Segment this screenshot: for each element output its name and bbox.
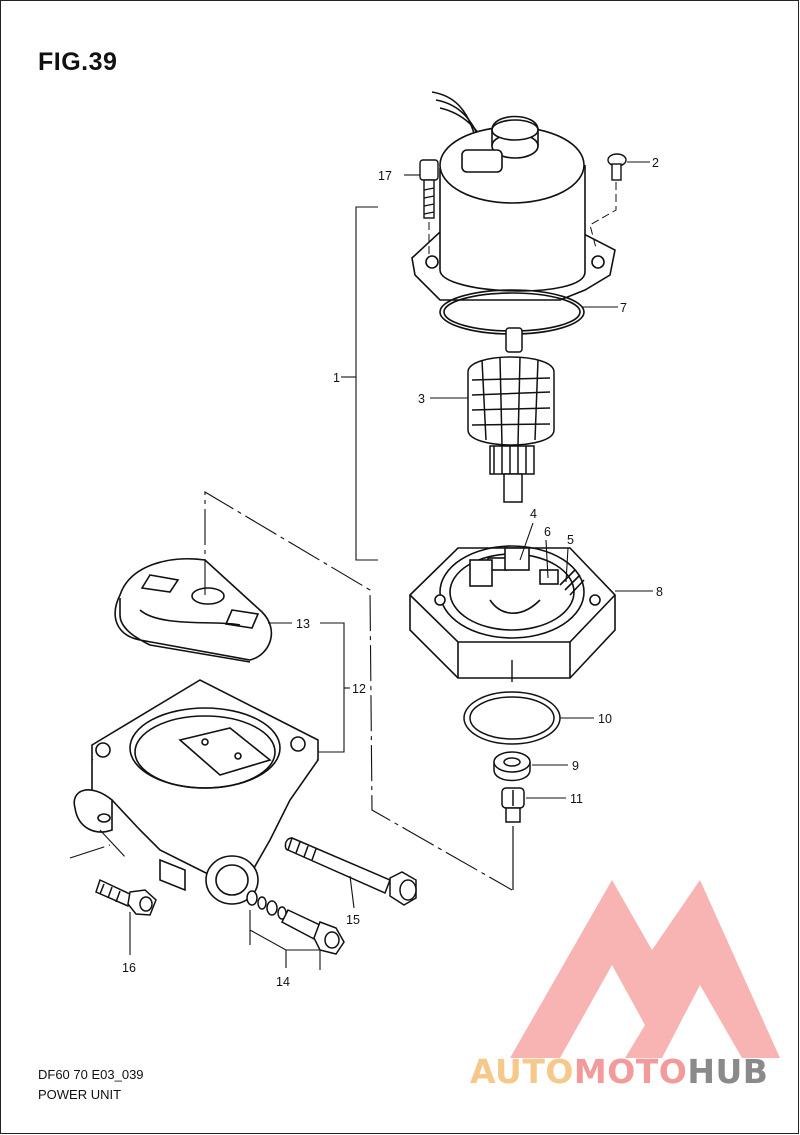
callout-11: 11 <box>570 792 583 806</box>
callout-10: 10 <box>598 712 612 726</box>
gasket-13 <box>114 557 273 663</box>
callout-17: 17 <box>378 169 392 183</box>
brand-middle: MOTO <box>573 1052 688 1091</box>
coupling-11 <box>501 787 525 823</box>
callout-7: 7 <box>620 301 627 315</box>
callout-13: 13 <box>296 617 310 631</box>
callout-2: 2 <box>652 156 659 170</box>
callout-9: 9 <box>572 759 579 773</box>
pump-body-12 <box>73 679 319 905</box>
callout-labels: 1 2 3 4 5 6 7 8 9 10 11 12 13 14 15 16 1… <box>122 156 663 989</box>
motor-housing <box>411 91 616 335</box>
callout-5: 5 <box>567 533 574 547</box>
callout-12: 12 <box>352 682 366 696</box>
callout-8: 8 <box>656 585 663 599</box>
bolt-17 <box>419 159 439 219</box>
bolt-15 <box>284 836 417 906</box>
brush-holder-8 <box>409 545 616 679</box>
callout-16: 16 <box>122 961 136 975</box>
callout-6: 6 <box>544 525 551 539</box>
o-ring-10 <box>463 691 561 745</box>
callout-1: 1 <box>333 371 340 385</box>
brand-suffix: HUB <box>687 1052 769 1091</box>
figure-title: FIG.39 <box>38 48 118 76</box>
callout-3: 3 <box>418 392 425 406</box>
leader-lines <box>129 161 653 970</box>
valve-assy-14 <box>246 890 345 955</box>
callout-15: 15 <box>346 913 360 927</box>
brand-wordmark: AUTOMOTOHUB <box>470 1052 768 1091</box>
brand-prefix: AUTO <box>470 1052 574 1091</box>
callout-4: 4 <box>530 507 537 521</box>
watermark-logo <box>510 880 780 1058</box>
alignment-lines <box>69 491 513 891</box>
washer-9 <box>493 751 531 782</box>
figure-name: POWER UNIT <box>38 1087 122 1102</box>
bolt-16 <box>95 878 157 916</box>
callout-14: 14 <box>276 975 290 989</box>
armature-3 <box>467 327 555 503</box>
screw-2 <box>607 153 627 181</box>
figure-code: DF60 70 E03_039 <box>38 1067 144 1082</box>
